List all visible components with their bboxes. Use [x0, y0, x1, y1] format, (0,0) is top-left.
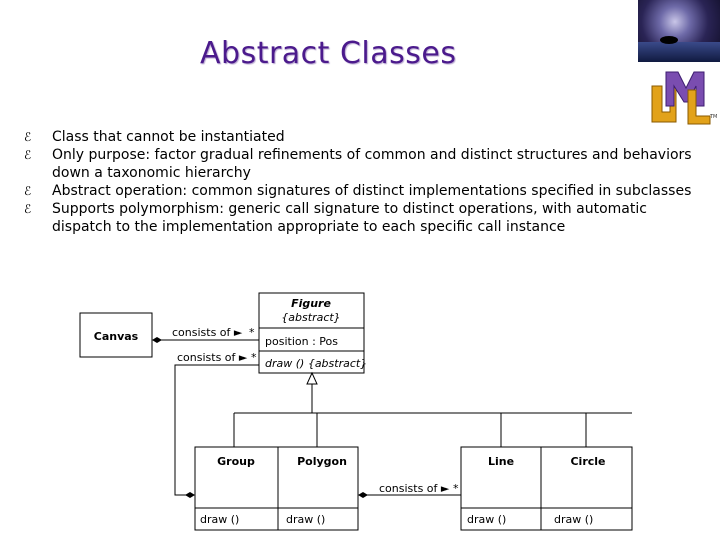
aggregation-diamond [358, 492, 368, 498]
slide-title: Abstract Classes [200, 36, 457, 71]
bullet-e-icon: ℰ [24, 202, 31, 216]
uml-logo-icon: TM [651, 71, 717, 125]
figure-class-box [258, 292, 365, 374]
bullet-text: Abstract operation: common signatures of… [52, 183, 692, 199]
assoc-mult-1: * [249, 326, 255, 339]
figure-attribute: position : Pos [265, 335, 338, 348]
group-class-box [194, 446, 279, 531]
assoc-mult-2: * [251, 351, 257, 364]
bullet-text: Class that cannot be instantiated [52, 129, 285, 145]
svg-text:ℰ: ℰ [24, 130, 31, 144]
figure-operation: draw () {abstract} [265, 357, 367, 370]
bullet-e-icon: ℰ [24, 184, 31, 198]
assoc-line-2 [174, 364, 259, 496]
polygon-class-box [277, 446, 359, 531]
group-operation: draw () [200, 513, 239, 526]
svg-text:ℰ: ℰ [24, 148, 31, 162]
circle-operation: draw () [554, 513, 593, 526]
assoc-label-3: consists of ► [379, 482, 450, 495]
line-class-box [460, 446, 542, 531]
canvas-class-name: Canvas [94, 330, 139, 343]
line-operation: draw () [467, 513, 506, 526]
line-class-name: Line [488, 455, 514, 468]
bullet-e-icon: ℰ [24, 130, 31, 144]
figure-class-name: Figure [291, 297, 331, 310]
photo-figure [660, 36, 678, 44]
bullet-list: ℰ Class that cannot be instantiated ℰ On… [22, 128, 702, 236]
bullet-item: ℰ Only purpose: factor gradual refinemen… [22, 146, 702, 182]
polygon-operation: draw () [286, 513, 325, 526]
bullet-text: Supports polymorphism: generic call sign… [52, 201, 647, 235]
generalization-arrow [306, 371, 318, 385]
photo-water [638, 42, 720, 62]
assoc-label-1: consists of ► [172, 326, 243, 339]
svg-text:ℰ: ℰ [24, 202, 31, 216]
polygon-class-name: Polygon [297, 455, 347, 468]
assoc-mult-3: * [453, 482, 459, 495]
figure-stereotype: {abstract} [281, 311, 340, 324]
bullet-item: ℰ Class that cannot be instantiated [22, 128, 702, 146]
canvas-class-box [79, 312, 153, 358]
aggregation-diamond [152, 337, 162, 343]
bullet-item: ℰ Abstract operation: common signatures … [22, 182, 702, 200]
bullet-item: ℰ Supports polymorphism: generic call si… [22, 200, 702, 236]
circle-class-box [540, 446, 633, 531]
circle-class-name: Circle [570, 455, 605, 468]
group-class-name: Group [217, 455, 255, 468]
decorative-photo [638, 0, 720, 62]
svg-text:ℰ: ℰ [24, 184, 31, 198]
assoc-label-2: consists of ► [177, 351, 248, 364]
bullet-e-icon: ℰ [24, 148, 31, 162]
bullet-text: Only purpose: factor gradual refinements… [52, 147, 692, 181]
logo-tm: TM [709, 114, 717, 120]
aggregation-diamond [185, 492, 195, 498]
